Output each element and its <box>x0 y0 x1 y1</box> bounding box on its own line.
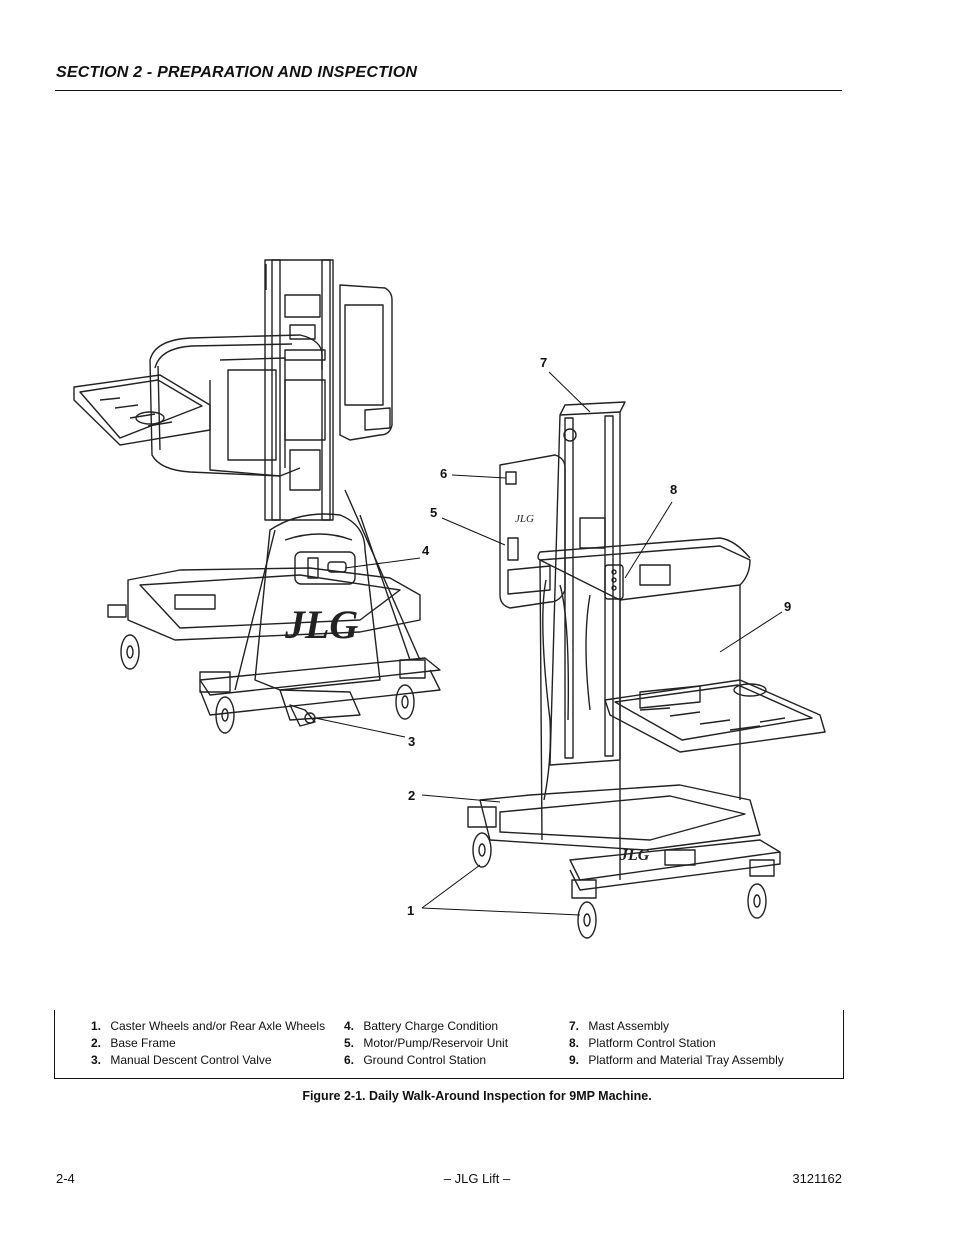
header-rule <box>55 90 842 91</box>
left-machine-drawing: JLG <box>73 259 441 734</box>
legend-item: 1. Caster Wheels and/or Rear Axle Wheels <box>91 1019 326 1033</box>
callout-5: 5 <box>430 505 437 520</box>
figure-caption: Figure 2-1. Daily Walk-Around Inspection… <box>302 1089 652 1103</box>
right-wheels <box>467 806 775 939</box>
jlg-badge: JLG <box>515 513 534 525</box>
callout-4: 4 <box>422 543 430 558</box>
legend-column-3: 7. Mast Assembly 8. Platform Control Sta… <box>569 1018 784 1069</box>
legend-item: 8. Platform Control Station <box>569 1036 716 1050</box>
legend-item: 7. Mast Assembly <box>569 1019 670 1033</box>
legend-item: 5. Motor/Pump/Reservoir Unit <box>344 1036 509 1050</box>
legend-column-2: 4. Battery Charge Condition 5. Motor/Pum… <box>344 1018 508 1069</box>
legend-box: 1. Caster Wheels and/or Rear Axle Wheels… <box>54 1010 844 1079</box>
doc-number: 3121162 <box>792 1171 842 1186</box>
callout-9: 9 <box>784 599 791 614</box>
machine-figure: JLG <box>60 240 850 960</box>
legend-item: 3. Manual Descent Control Valve <box>91 1053 272 1067</box>
callouts: 1 2 3 4 5 6 7 8 9 <box>314 355 791 918</box>
callout-3: 3 <box>408 734 415 749</box>
callout-8: 8 <box>670 482 677 497</box>
page-number: 2-4 <box>56 1171 75 1186</box>
legend-item: 9. Platform and Material Tray Assembly <box>569 1053 784 1067</box>
legend-item: 6. Ground Control Station <box>344 1053 487 1067</box>
callout-2: 2 <box>408 788 415 803</box>
footer-center: – JLG Lift – <box>443 1171 511 1186</box>
callout-1: 1 <box>407 903 414 918</box>
legend-column-1: 1. Caster Wheels and/or Rear Axle Wheels… <box>91 1018 325 1069</box>
legend-item: 4. Battery Charge Condition <box>344 1019 499 1033</box>
jlg-base-logo: JLG <box>619 847 650 864</box>
right-machine-drawing: JLG JLG <box>467 401 826 939</box>
callout-7: 7 <box>540 355 547 370</box>
legend-item: 2. Base Frame <box>91 1036 176 1050</box>
section-title: SECTION 2 - PREPARATION AND INSPECTION <box>56 64 418 81</box>
left-wheels <box>107 604 426 734</box>
callout-6: 6 <box>440 466 447 481</box>
jlg-logo: JLG <box>284 602 358 647</box>
